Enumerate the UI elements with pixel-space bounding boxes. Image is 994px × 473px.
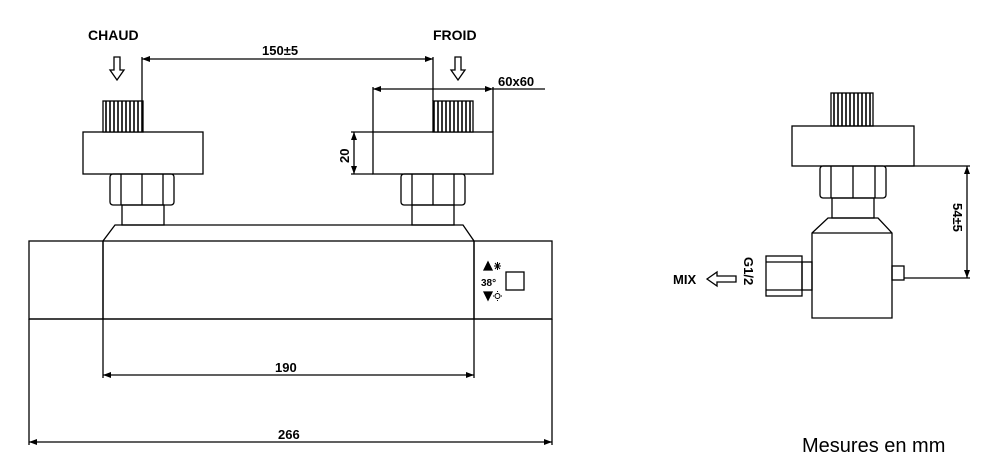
temperature-down-icon [482, 291, 494, 302]
side-thread [830, 92, 874, 127]
mix-outlet-label: MIX [673, 272, 696, 287]
temperature-label: 38° [481, 278, 496, 289]
valve-body-center [102, 224, 475, 319]
dimension-inlet-spacing [141, 57, 434, 101]
thread-size-label: G1/2 [741, 257, 756, 285]
escutcheon-depth-label: 20 [337, 149, 352, 163]
dimension-wall-projection [886, 165, 970, 279]
cold-icon [494, 262, 501, 270]
cold-inlet-arrow [449, 56, 467, 82]
temperature-dial [505, 271, 525, 291]
inlet-spacing-label: 150±5 [262, 43, 298, 58]
hot-inlet-assembly [82, 100, 204, 226]
side-knob [891, 265, 905, 281]
temperature-up-icon [482, 260, 494, 271]
dimension-escutcheon [372, 87, 545, 132]
units-note: Mesures en mm [802, 435, 945, 457]
side-view [705, 92, 970, 319]
cold-inlet-label: FROID [433, 27, 477, 43]
dimension-body-inner [102, 319, 475, 378]
body-total-length-label: 266 [278, 427, 300, 442]
cold-inlet-assembly [372, 100, 494, 226]
mix-outlet-arrow [705, 270, 737, 288]
dimension-arrowheads [29, 56, 970, 445]
hot-icon [493, 291, 502, 301]
side-escutcheon [791, 125, 915, 167]
escutcheon-size-label: 60x60 [498, 74, 534, 89]
hot-inlet-label: CHAUD [88, 27, 139, 43]
body-inner-length-label: 190 [275, 360, 297, 375]
wall-projection-label: 54±5 [950, 203, 965, 232]
front-view [28, 56, 553, 445]
hot-inlet-arrow [108, 56, 126, 82]
dimension-body-total [28, 319, 553, 445]
